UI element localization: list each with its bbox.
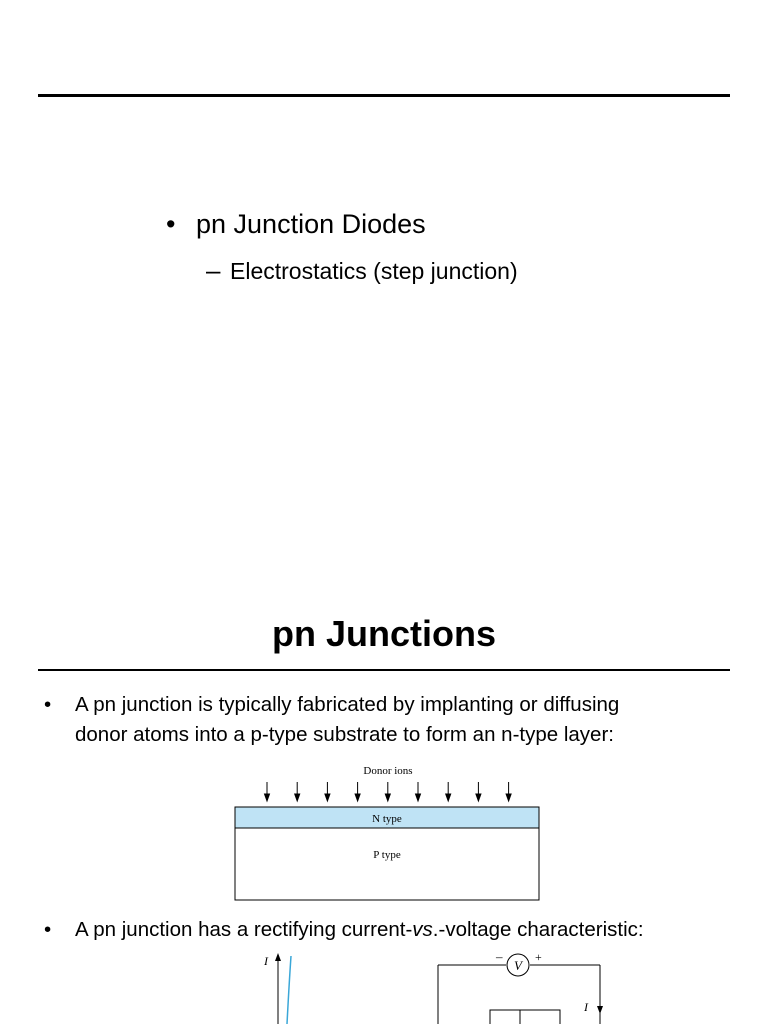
donor-arrow-head <box>293 793 301 803</box>
donor-arrow-head <box>263 793 271 803</box>
bullet-marker: • <box>44 693 52 716</box>
iv-curve-plot: I <box>263 953 292 1024</box>
bullet-rectifying: • A pn junction has a rectifying current… <box>44 915 744 945</box>
iv-curve <box>286 955 292 1024</box>
donor-arrow-head <box>444 793 452 803</box>
donor-arrow-head <box>505 793 512 803</box>
plot-y-axis-label: I <box>263 954 269 968</box>
bullet-rectifying-italic: vs <box>412 918 433 941</box>
donor-ions-label: Donor ions <box>363 765 412 777</box>
donor-arrow-head <box>354 793 361 803</box>
sub-bullet-text: Electrostatics (step junction) <box>230 258 518 284</box>
donor-arrow-head <box>324 793 331 803</box>
current-arrow-icon <box>597 1006 603 1014</box>
sub-bullet-electrostatics: –Electrostatics (step junction) <box>206 254 518 287</box>
voltmeter-minus: – <box>495 950 503 964</box>
slide-1: • pn Junction Diodes –Electrostatics (ste… <box>38 94 730 287</box>
bullet-rectifying-post: .-voltage characteristic: <box>432 918 644 941</box>
bullet-fabrication-line-1: A pn junction is typically fabricated by… <box>75 693 620 716</box>
sub-bullet-marker: – <box>206 255 221 285</box>
measurement-circuit: V – + I <box>437 950 603 1024</box>
circuit-current-label: I <box>583 1000 589 1014</box>
slide-2: pn Junctions • A pn junction is typicall… <box>0 580 768 1024</box>
device-box <box>489 1009 561 1024</box>
bullet-marker: • <box>166 209 176 239</box>
plot-y-axis-arrow <box>275 953 281 961</box>
bullet-text: pn Junction Diodes <box>196 209 426 239</box>
donor-arrows <box>263 782 512 803</box>
voltmeter-label: V <box>514 958 524 973</box>
p-type-label: P type <box>373 849 401 861</box>
bullet-pn-junction-diodes: • pn Junction Diodes <box>166 206 426 242</box>
donor-arrow-head <box>384 793 392 803</box>
donor-arrow-head <box>414 793 422 803</box>
title-rule <box>38 669 730 671</box>
n-type-label: N type <box>372 813 402 825</box>
header-rule <box>38 94 730 97</box>
bullet-fabrication-line-2: donor atoms into a p-type substrate to f… <box>75 723 614 746</box>
bullet-fabrication: • A pn junction is typically fabricated … <box>44 690 744 750</box>
p-type-substrate <box>234 827 540 901</box>
bullet-marker: • <box>44 918 52 941</box>
fabrication-diagram: Donor ions N type P type <box>234 765 540 901</box>
voltmeter-icon <box>506 953 530 977</box>
bullet-rectifying-pre: A pn junction has a rectifying current- <box>75 918 413 941</box>
slide-title: pn Junctions <box>272 613 496 654</box>
voltmeter-plus: + <box>535 950 542 964</box>
donor-arrow-head <box>475 793 482 803</box>
